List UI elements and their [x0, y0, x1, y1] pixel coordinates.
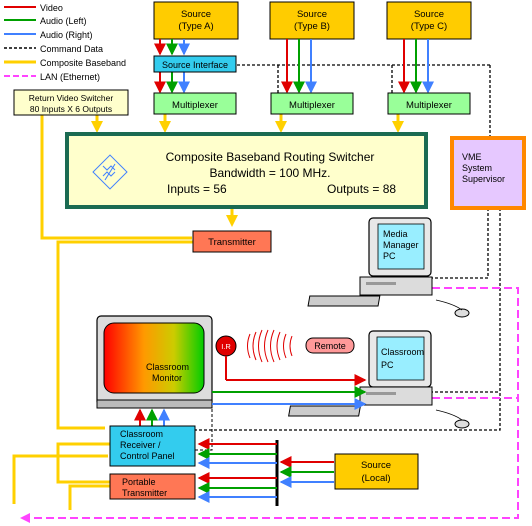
return-switcher-line1: Return Video Switcher — [29, 93, 114, 103]
local-source-lines — [197, 438, 334, 503]
ir-label: I.R — [221, 342, 231, 351]
classroom-pc-line2: PC — [381, 360, 394, 370]
local-source-line2: (Local) — [361, 473, 390, 484]
return-switcher-line2: 80 Inputs X 6 Outputs — [30, 104, 112, 114]
legend: Video Audio (Left) Audio (Right) Command… — [4, 3, 126, 82]
vme-line2: System — [462, 163, 492, 173]
mouse-icon — [454, 308, 470, 318]
portable-line2: Transmitter — [122, 488, 167, 498]
pc-monitor-lines — [212, 356, 367, 410]
source-a-line2: (Type A) — [178, 21, 213, 32]
source-signal-lines — [154, 39, 434, 94]
receiver-line3: Control Panel — [120, 451, 175, 461]
legend-label: Composite Baseband — [40, 58, 126, 68]
source-type-c: Source (Type C) — [386, 1, 472, 40]
switcher-matrix-icon — [92, 154, 128, 190]
transmitter: Transmitter — [192, 230, 272, 253]
classroom-receiver: Classroom Receiver / Control Panel — [109, 425, 196, 467]
remote-label: Remote — [314, 341, 346, 351]
monitor-line1: Classroom — [146, 362, 189, 372]
classroom-monitor: Classroom Monitor — [96, 315, 213, 409]
classroom-pc: Classroom PC — [288, 330, 470, 429]
local-source-line1: Source — [361, 460, 391, 471]
vme-line1: VME — [462, 152, 482, 162]
source-b-line2: (Type B) — [294, 21, 330, 32]
vme-supervisor: VME System Supervisor — [450, 136, 526, 210]
classroom-pc-line1: Classroom — [381, 347, 424, 357]
monitor-line2: Monitor — [152, 373, 182, 383]
multiplexer-b: Multiplexer — [270, 92, 354, 115]
source-interface-label: Source Interface — [162, 60, 228, 70]
source-b-line1: Source — [297, 9, 327, 20]
source-c-line2: (Type C) — [411, 21, 447, 32]
source-interface: Source Interface — [153, 55, 237, 73]
mouse-icon — [454, 419, 470, 429]
legend-label: Audio (Left) — [40, 16, 87, 26]
legend-label: Video — [40, 3, 63, 13]
remote-control: Remote — [305, 337, 355, 354]
media-manager-pc: Media Manager PC — [307, 217, 470, 318]
portable-line1: Portable — [122, 477, 156, 487]
ir-waves-icon — [247, 329, 293, 363]
ir-sensor: I.R — [215, 335, 237, 357]
media-manager-line2: Manager — [383, 240, 419, 250]
transmitter-label: Transmitter — [208, 237, 256, 248]
multiplexer-c: Multiplexer — [387, 92, 471, 115]
router-outputs: Outputs = 88 — [327, 182, 396, 196]
source-local: Source (Local) — [334, 453, 419, 490]
receiver-line2: Receiver / — [120, 440, 161, 450]
command-data-lines — [195, 64, 501, 431]
portable-transmitter: Portable Transmitter — [109, 473, 196, 500]
source-c-line1: Source — [414, 9, 444, 20]
source-type-b: Source (Type B) — [269, 1, 355, 40]
media-manager-line3: PC — [383, 251, 396, 261]
routing-switcher: Composite Baseband Routing Switcher Band… — [65, 132, 428, 209]
legend-label: LAN (Ethernet) — [40, 72, 100, 82]
vme-line3: Supervisor — [462, 174, 505, 184]
media-manager-line1: Media — [383, 229, 408, 239]
lan-lines — [34, 287, 519, 519]
router-title: Composite Baseband Routing Switcher — [166, 150, 375, 164]
router-bandwidth: Bandwidth = 100 MHz. — [209, 166, 330, 180]
multiplexer-b-label: Multiplexer — [289, 100, 335, 111]
multiplexer-a: Multiplexer — [153, 92, 237, 115]
return-video-switcher: Return Video Switcher 80 Inputs X 6 Outp… — [13, 89, 129, 116]
multiplexer-a-label: Multiplexer — [172, 100, 218, 111]
source-a-line1: Source — [181, 9, 211, 20]
router-inputs: Inputs = 56 — [167, 182, 227, 196]
composite-lines — [12, 95, 404, 510]
source-type-a: Source (Type A) — [153, 1, 239, 40]
legend-label: Audio (Right) — [40, 30, 93, 40]
legend-label: Command Data — [40, 44, 103, 54]
multiplexer-c-label: Multiplexer — [406, 100, 452, 111]
lan-arrowhead — [20, 513, 30, 523]
receiver-line1: Classroom — [120, 429, 163, 439]
